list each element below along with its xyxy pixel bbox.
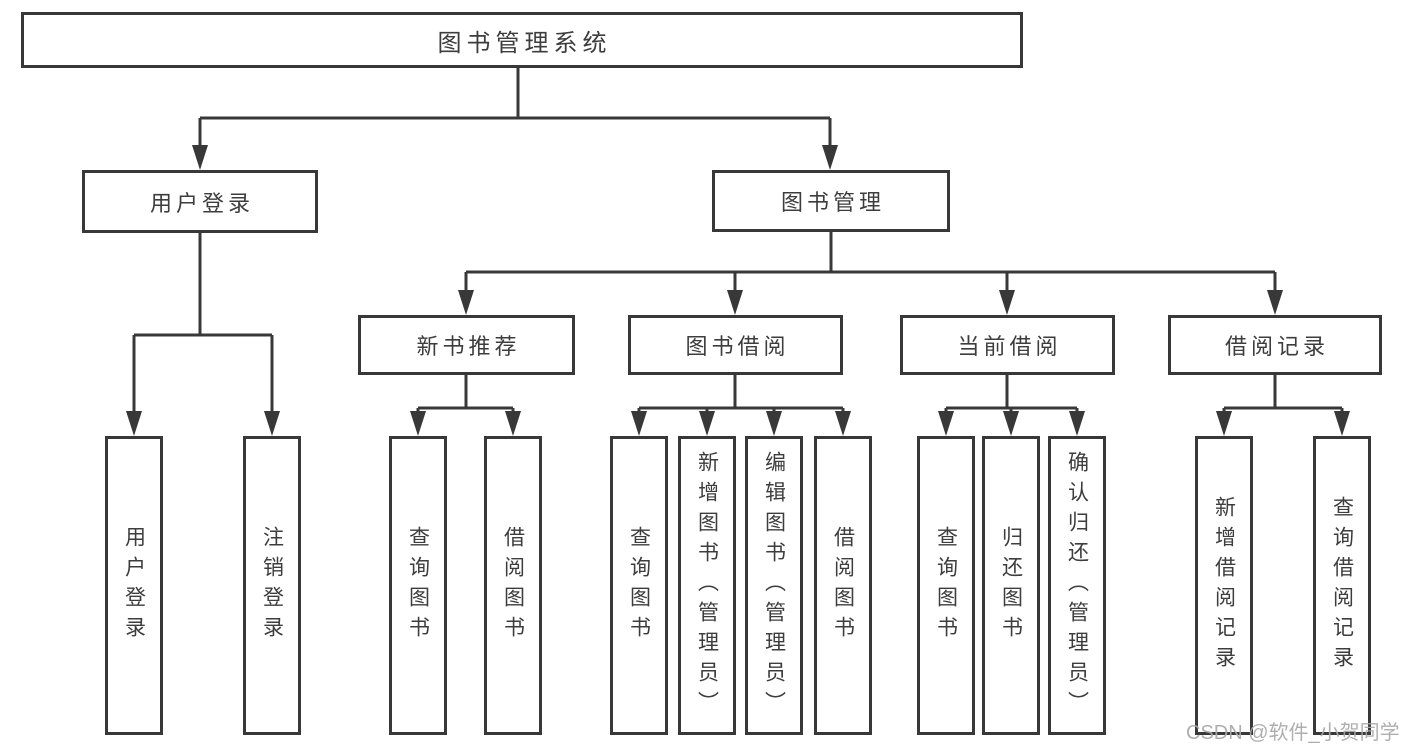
node-book-management-label: 图书管理 <box>780 190 885 215</box>
connector-borrow-records-children <box>1222 375 1344 422</box>
node-borrow-records-label: 借阅记录 <box>1224 334 1329 359</box>
node-current-query-book: 查询图书 <box>917 436 975 735</box>
node-user-login: 用户登录 <box>82 170 318 233</box>
node-query-borrow-record-label: 查询借阅记录 <box>1330 495 1354 676</box>
node-return-book: 归还图书 <box>982 436 1040 735</box>
node-edit-book-admin-label: 编辑图书（管理员） <box>762 450 786 721</box>
node-new-book-recommend-label: 新书推荐 <box>416 334 521 359</box>
node-edit-book-admin: 编辑图书（管理员） <box>745 436 803 735</box>
node-borrow-records: 借阅记录 <box>1168 315 1382 375</box>
node-confirm-return-admin-label: 确认归还（管理员） <box>1065 450 1089 721</box>
node-add-book-admin-label: 新增图书（管理员） <box>695 450 719 721</box>
node-confirm-return-admin: 确认归还（管理员） <box>1048 436 1106 735</box>
node-recommend-query-book: 查询图书 <box>389 436 447 735</box>
node-book-borrow-label: 图书借阅 <box>685 334 790 359</box>
connector-new-book-recommend-children <box>416 375 515 422</box>
node-borrow-query-book: 查询图书 <box>610 436 668 735</box>
node-current-borrow: 当前借阅 <box>900 315 1115 375</box>
node-root-system-label: 图书管理系统 <box>437 29 612 57</box>
node-recommend-borrow-book: 借阅图书 <box>484 436 542 735</box>
node-borrow-query-book-label: 查询图书 <box>627 525 651 646</box>
node-root-system: 图书管理系统 <box>21 12 1023 68</box>
node-new-book-recommend: 新书推荐 <box>358 315 575 375</box>
node-add-borrow-record-label: 新增借阅记录 <box>1212 495 1236 676</box>
node-current-query-book-label: 查询图书 <box>934 525 958 646</box>
node-logout-action-label: 注销登录 <box>260 525 284 646</box>
csdn-watermark: CSDN @软件_小贺同学 <box>1186 722 1400 744</box>
node-add-book-admin: 新增图书（管理员） <box>678 436 736 735</box>
node-recommend-borrow-book-label: 借阅图书 <box>501 525 525 646</box>
node-return-book-label: 归还图书 <box>999 525 1023 646</box>
node-login-action: 用户登录 <box>105 436 163 735</box>
node-borrow-borrow-book-label: 借阅图书 <box>831 525 855 646</box>
connector-root-to-level2 <box>198 68 832 156</box>
node-logout-action: 注销登录 <box>243 436 301 735</box>
node-current-borrow-label: 当前借阅 <box>957 334 1062 359</box>
connector-book-borrow-children <box>637 375 845 422</box>
node-login-action-label: 用户登录 <box>122 525 146 646</box>
node-borrow-borrow-book: 借阅图书 <box>814 436 872 735</box>
node-user-login-label: 用户登录 <box>149 190 254 216</box>
node-query-borrow-record: 查询借阅记录 <box>1313 436 1371 735</box>
connector-book-management-children <box>464 232 1277 301</box>
connector-user-login-children <box>132 233 274 422</box>
node-add-borrow-record: 新增借阅记录 <box>1195 436 1253 735</box>
node-book-management: 图书管理 <box>712 170 950 232</box>
node-recommend-query-book-label: 查询图书 <box>406 525 430 646</box>
node-book-borrow: 图书借阅 <box>628 315 843 375</box>
